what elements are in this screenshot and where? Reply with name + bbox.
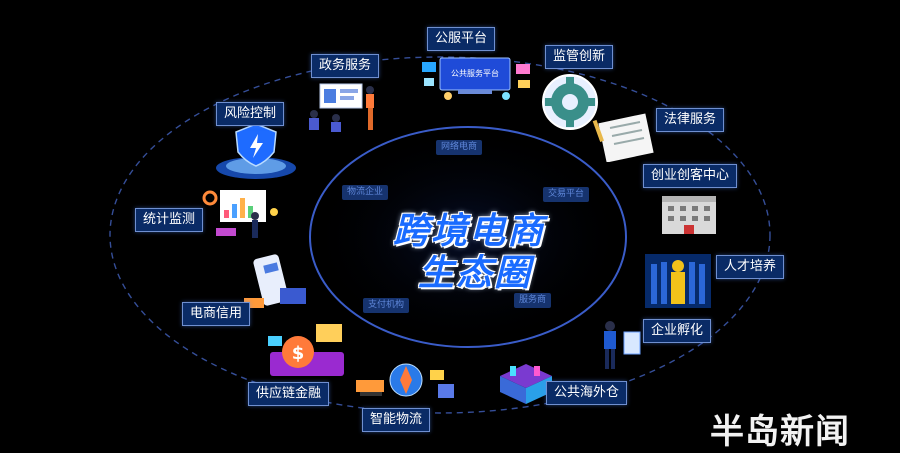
label-statistics-monitoring: 统计监测 bbox=[135, 208, 204, 232]
outer-dashed-ring bbox=[109, 56, 771, 414]
label-risk-control: 风险控制 bbox=[216, 102, 285, 126]
watermark-logo: 半岛新闻 bbox=[710, 412, 850, 452]
svg-text:$: $ bbox=[292, 343, 305, 364]
chip-service-provider: 服务商 bbox=[514, 293, 552, 308]
supply-chain-finance-illustration: $ bbox=[262, 318, 352, 384]
chip-online-commerce: 网络电商 bbox=[436, 140, 483, 155]
chip-payment: 支付机构 bbox=[363, 298, 410, 313]
label-incubator-center: 创业创客中心 bbox=[643, 164, 738, 188]
inner-ring bbox=[309, 126, 627, 348]
label-supply-chain-finance: 供应链金融 bbox=[248, 382, 330, 406]
incubator-building-illustration bbox=[658, 190, 718, 236]
label-supervision-innovation: 监管创新 bbox=[545, 45, 614, 69]
label-talent-training: 人才培养 bbox=[716, 255, 785, 279]
label-public-service-platform: 公服平台 bbox=[427, 27, 496, 51]
label-legal-service: 法律服务 bbox=[656, 108, 725, 132]
risk-control-shield-illustration bbox=[210, 118, 302, 184]
center-title-line2: 生态圈 bbox=[418, 253, 533, 294]
label-overseas-warehouse: 公共海外仓 bbox=[546, 381, 628, 405]
chip-logistics-enterprise: 物流企业 bbox=[342, 185, 389, 200]
government-service-illustration bbox=[306, 80, 386, 134]
label-ecommerce-credit: 电商信用 bbox=[182, 302, 251, 326]
ecommerce-credit-illustration bbox=[240, 252, 310, 316]
talent-training-illustration bbox=[645, 254, 711, 308]
label-enterprise-incubation: 企业孵化 bbox=[643, 319, 712, 343]
chip-trading-platform: 交易平台 bbox=[543, 187, 590, 202]
public-service-platform-illustration: 公共服务平台 bbox=[418, 52, 538, 104]
enterprise-incubation-illustration bbox=[596, 318, 646, 372]
supervision-gear-illustration bbox=[540, 72, 600, 132]
statistics-monitor-illustration bbox=[200, 184, 284, 242]
label-government-service: 政务服务 bbox=[311, 54, 380, 78]
screen-text: 公共服务平台 bbox=[451, 69, 499, 78]
overseas-warehouse-illustration bbox=[496, 360, 556, 406]
legal-service-illustration bbox=[590, 110, 656, 163]
label-smart-logistics: 智能物流 bbox=[362, 408, 431, 432]
smart-logistics-illustration bbox=[350, 358, 460, 406]
center-title-line1: 跨境电商 bbox=[393, 211, 546, 252]
